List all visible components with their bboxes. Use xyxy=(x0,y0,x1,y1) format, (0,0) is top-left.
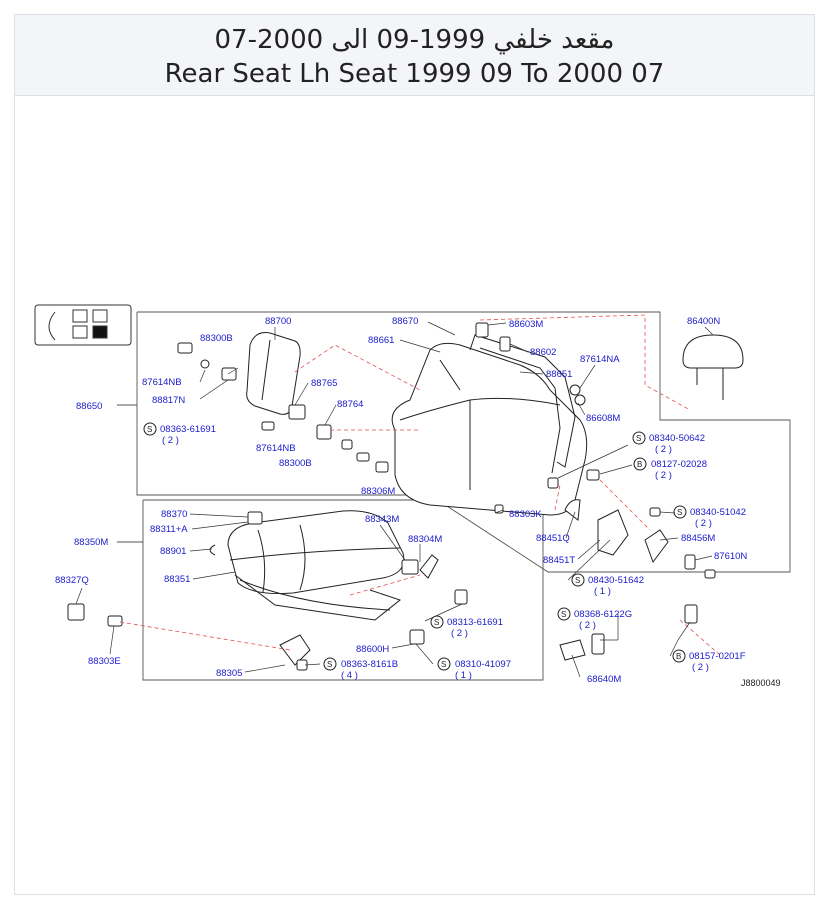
label-88600h[interactable]: 88600H xyxy=(356,644,389,655)
label-08363-8161b[interactable]: 08363-8161B xyxy=(341,659,398,670)
qty-08127-02028: ( 2 ) xyxy=(655,470,672,481)
symbol-s-08340-51042: S xyxy=(673,505,687,519)
title-english: Rear Seat Lh Seat 1999 09 To 2000 07 xyxy=(164,59,665,89)
label-88304m[interactable]: 88304M xyxy=(408,534,442,545)
label-88305[interactable]: 88305 xyxy=(216,668,242,679)
symbol-s-08363-61691: S xyxy=(143,422,157,436)
svg-text:S: S xyxy=(434,618,439,627)
label-88451t[interactable]: 88451T xyxy=(543,555,575,566)
svg-text:S: S xyxy=(636,434,641,443)
svg-text:S: S xyxy=(677,508,682,517)
svg-text:S: S xyxy=(575,576,580,585)
label-88370[interactable]: 88370 xyxy=(161,509,187,520)
label-88661[interactable]: 88661 xyxy=(368,335,394,346)
label-88303k[interactable]: 88303K xyxy=(509,509,542,520)
label-88451q[interactable]: 88451Q xyxy=(536,533,570,544)
label-88456m[interactable]: 88456M xyxy=(681,533,715,544)
label-88651[interactable]: 88651 xyxy=(546,369,572,380)
seat-back-illustration xyxy=(391,334,588,516)
label-08310-41097[interactable]: 08310-41097 xyxy=(455,659,511,670)
label-88670[interactable]: 88670 xyxy=(392,316,418,327)
label-08127-02028[interactable]: 08127-02028 xyxy=(651,459,707,470)
svg-text:B: B xyxy=(676,652,681,661)
symbol-s-08310-41097: S xyxy=(437,657,451,671)
label-88311a[interactable]: 88311+A xyxy=(150,524,188,535)
symbol-s-08368-6122g: S xyxy=(557,607,571,621)
label-08157-0201f[interactable]: 08157-0201F xyxy=(689,651,746,662)
seat-cushion-illustration xyxy=(227,510,405,621)
label-08368-6122g[interactable]: 08368-6122G xyxy=(574,609,632,620)
title-arabic: مقعد خلفي 1999-09 الى 2000-07 xyxy=(214,25,615,55)
armrest-pad-illustration xyxy=(246,332,301,415)
label-88306m[interactable]: 88306M xyxy=(361,486,395,497)
qty-08310-41097: ( 1 ) xyxy=(455,670,472,681)
label-88817n[interactable]: 88817N xyxy=(152,395,185,406)
diagram-code: J8800049 xyxy=(741,678,781,688)
label-88700[interactable]: 88700 xyxy=(265,316,291,327)
qty-08368-6122g: ( 2 ) xyxy=(579,620,596,631)
label-88343m[interactable]: 88343M xyxy=(365,514,399,525)
label-88602[interactable]: 88602 xyxy=(530,347,556,358)
label-87610n[interactable]: 87610N xyxy=(714,551,747,562)
page-header: مقعد خلفي 1999-09 الى 2000-07 Rear Seat … xyxy=(15,15,814,96)
svg-text:S: S xyxy=(561,610,566,619)
thumbnail-icon xyxy=(34,304,132,346)
label-88303e[interactable]: 88303E xyxy=(88,656,121,667)
label-88603m[interactable]: 88603M xyxy=(509,319,543,330)
reference-lines xyxy=(119,314,721,656)
label-86400n[interactable]: 86400N xyxy=(687,316,720,327)
label-86608m[interactable]: 86608M xyxy=(586,413,620,424)
label-68640m[interactable]: 68640M xyxy=(587,674,621,685)
label-08313-61691[interactable]: 08313-61691 xyxy=(447,617,503,628)
label-88350m[interactable]: 88350M xyxy=(74,537,108,548)
label-88327q[interactable]: 88327Q xyxy=(55,575,89,586)
label-87614na[interactable]: 87614NA xyxy=(580,354,620,365)
headrest-illustration xyxy=(682,334,744,400)
label-88300b[interactable]: 88300B xyxy=(200,333,233,344)
label-88300b-b[interactable]: 88300B xyxy=(279,458,312,469)
symbol-b-08127-02028: B xyxy=(633,457,647,471)
label-08363-61691[interactable]: 08363-61691 xyxy=(160,424,216,435)
symbol-s-08430-51642: S xyxy=(571,573,585,587)
label-08430-51642[interactable]: 08430-51642 xyxy=(588,575,644,586)
label-87614nb[interactable]: 87614NB xyxy=(142,377,182,388)
part-labels: 88700 88670 88603M 86400N 88300B 88661 8… xyxy=(55,316,747,685)
leader-lines xyxy=(75,321,714,678)
label-88351[interactable]: 88351 xyxy=(164,574,190,585)
label-08340-51042[interactable]: 08340-51042 xyxy=(690,507,746,518)
label-08340-50642[interactable]: 08340-50642 xyxy=(649,433,705,444)
symbol-b-08157-0201f: B xyxy=(672,649,686,663)
symbol-s-08313-61691: S xyxy=(430,615,444,629)
svg-text:B: B xyxy=(637,460,642,469)
qty-08430-51642: ( 1 ) xyxy=(594,586,611,597)
qty-08157-0201f: ( 2 ) xyxy=(692,662,709,673)
label-88901[interactable]: 88901 xyxy=(160,546,186,557)
qty-08340-50642: ( 2 ) xyxy=(655,444,672,455)
label-88650[interactable]: 88650 xyxy=(76,401,102,412)
svg-text:S: S xyxy=(441,660,446,669)
svg-text:S: S xyxy=(147,425,152,434)
qty-08340-51042: ( 2 ) xyxy=(695,518,712,529)
qty-08363-8161b: ( 4 ) xyxy=(341,670,358,681)
assembly-frames xyxy=(117,311,791,681)
qty-08363-61691: ( 2 ) xyxy=(162,435,179,446)
qty-08313-61691: ( 2 ) xyxy=(451,628,468,639)
symbol-s-08340-50642: S xyxy=(632,431,646,445)
symbol-s-08363-8161b: S xyxy=(323,657,337,671)
label-88765[interactable]: 88765 xyxy=(311,378,337,389)
svg-text:S: S xyxy=(327,660,332,669)
label-87614nb-b[interactable]: 87614NB xyxy=(256,443,296,454)
callout-symbols: S S B S S S S B S S xyxy=(143,422,687,671)
label-88764[interactable]: 88764 xyxy=(337,399,363,410)
